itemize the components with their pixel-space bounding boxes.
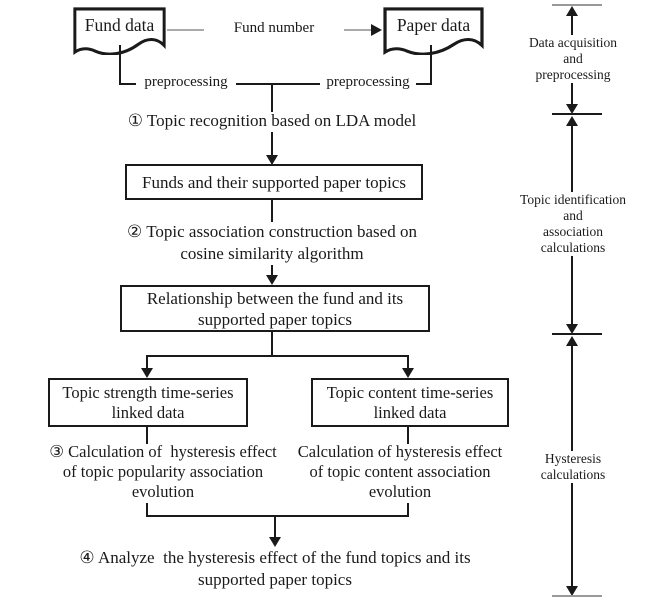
relationship-box: Relationship between the fund and its su… xyxy=(120,285,430,332)
bracket-left-line xyxy=(146,503,148,517)
step2-line1: ② Topic association construction based o… xyxy=(127,222,417,241)
fund-data-label: Fund data xyxy=(84,14,155,35)
arrowhead-down-icon xyxy=(402,368,414,378)
step4-line1: ④ Analyze the hysteresis effect of the f… xyxy=(79,548,471,567)
paper-data-node: Paper data xyxy=(383,7,484,55)
arrowhead-up-icon xyxy=(566,336,578,346)
left-stub-line xyxy=(146,427,148,444)
step3-right-line1: Calculation of hysteresis effect xyxy=(297,442,503,461)
fund-data-node: Fund data xyxy=(73,7,166,55)
funds-topics-box: Funds and their supported paper topics xyxy=(125,164,423,200)
phase-tick-2 xyxy=(552,333,602,335)
phase2-label: Topic identification and association cal… xyxy=(512,192,634,256)
phase2-label-line4: calculations xyxy=(540,240,606,255)
phase3-label-line1: Hysteresis xyxy=(544,451,602,466)
arrowhead-up-icon xyxy=(566,6,578,16)
arrowhead-down-icon xyxy=(566,324,578,334)
arrowhead-down-icon xyxy=(141,368,153,378)
arrowhead-down-icon xyxy=(266,275,278,285)
branch-stem-line xyxy=(271,332,273,357)
step1-text: ① Topic recognition based on LDA model xyxy=(60,110,484,132)
arrowhead-up-icon xyxy=(566,116,578,126)
step2-text: ② Topic association construction based o… xyxy=(60,221,484,265)
arrowhead-down-icon xyxy=(269,537,281,547)
paper-data-label: Paper data xyxy=(396,14,471,35)
merge-center-line xyxy=(271,83,273,112)
branch-left-line xyxy=(146,357,148,370)
fund-number-label: Fund number xyxy=(204,20,344,37)
arrowhead-right-icon xyxy=(371,24,382,36)
phase1-label-line3: preprocessing xyxy=(535,67,611,82)
topic-content-line2: linked data xyxy=(373,402,447,422)
branch-horizontal-line xyxy=(146,355,409,357)
phase1-label-line2: and xyxy=(563,51,583,66)
step3-right-text: Calculation of hysteresis effect of topi… xyxy=(288,442,512,502)
relationship-line2: supported paper topics xyxy=(198,309,352,329)
step3-left-line3: evolution xyxy=(131,482,195,501)
connector-line xyxy=(271,200,273,222)
topic-strength-box: Topic strength time-series linked data xyxy=(48,378,248,427)
arrowhead-down-icon xyxy=(566,586,578,596)
arrow1-line xyxy=(271,132,273,158)
step3-right-line2: of topic content association xyxy=(309,462,491,481)
step3-left-line1: ③ Calculation of hysteresis effect xyxy=(49,442,277,461)
branch-right-line xyxy=(407,357,409,370)
phase-tick-bottom xyxy=(552,595,602,597)
step4-line2: supported paper topics xyxy=(198,570,352,589)
document-shape-icon xyxy=(383,7,484,55)
phase2-label-line1: Topic identification xyxy=(520,192,626,207)
phase1-label-line1: Data acquisition xyxy=(528,35,618,50)
phase2-label-line3: association xyxy=(543,224,603,239)
arrow2-line xyxy=(271,265,273,277)
relationship-line1: Relationship between the fund and its xyxy=(146,288,404,308)
topic-content-line1: Topic content time-series xyxy=(326,382,494,402)
step4-text: ④ Analyze the hysteresis effect of the f… xyxy=(40,547,510,591)
phase2-label-line2: and xyxy=(563,208,583,223)
topic-strength-line2: linked data xyxy=(111,402,185,422)
phase3-label: Hysteresis calculations xyxy=(512,451,634,483)
bracket-horizontal-line xyxy=(146,515,409,517)
phase3-label-line2: calculations xyxy=(540,467,606,482)
arrow4-line xyxy=(274,515,276,539)
phase-tick-1 xyxy=(552,113,602,115)
right-stub-line xyxy=(407,427,409,444)
step3-left-text: ③ Calculation of hysteresis effect of to… xyxy=(28,442,298,502)
step3-left-line2: of topic popularity association xyxy=(62,462,264,481)
preprocessing-right-label: preprocessing xyxy=(320,74,416,91)
arrowhead-down-icon xyxy=(266,155,278,165)
topic-content-box: Topic content time-series linked data xyxy=(311,378,509,427)
phase-tick-top xyxy=(552,4,602,6)
fund-down-line xyxy=(119,45,121,84)
preprocessing-left-label: preprocessing xyxy=(136,74,236,91)
step2-line2: cosine similarity algorithm xyxy=(180,244,364,263)
paper-down-line xyxy=(430,45,432,84)
step1-line: ① Topic recognition based on LDA model xyxy=(127,111,417,130)
topic-strength-line1: Topic strength time-series xyxy=(62,382,234,402)
phase1-label: Data acquisition and preprocessing xyxy=(512,35,634,83)
step3-right-line3: evolution xyxy=(368,482,432,501)
bracket-right-line xyxy=(407,503,409,517)
funds-topics-label: Funds and their supported paper topics xyxy=(142,172,406,192)
arrowhead-down-icon xyxy=(566,104,578,114)
preprocessing-merge-line xyxy=(119,83,432,85)
